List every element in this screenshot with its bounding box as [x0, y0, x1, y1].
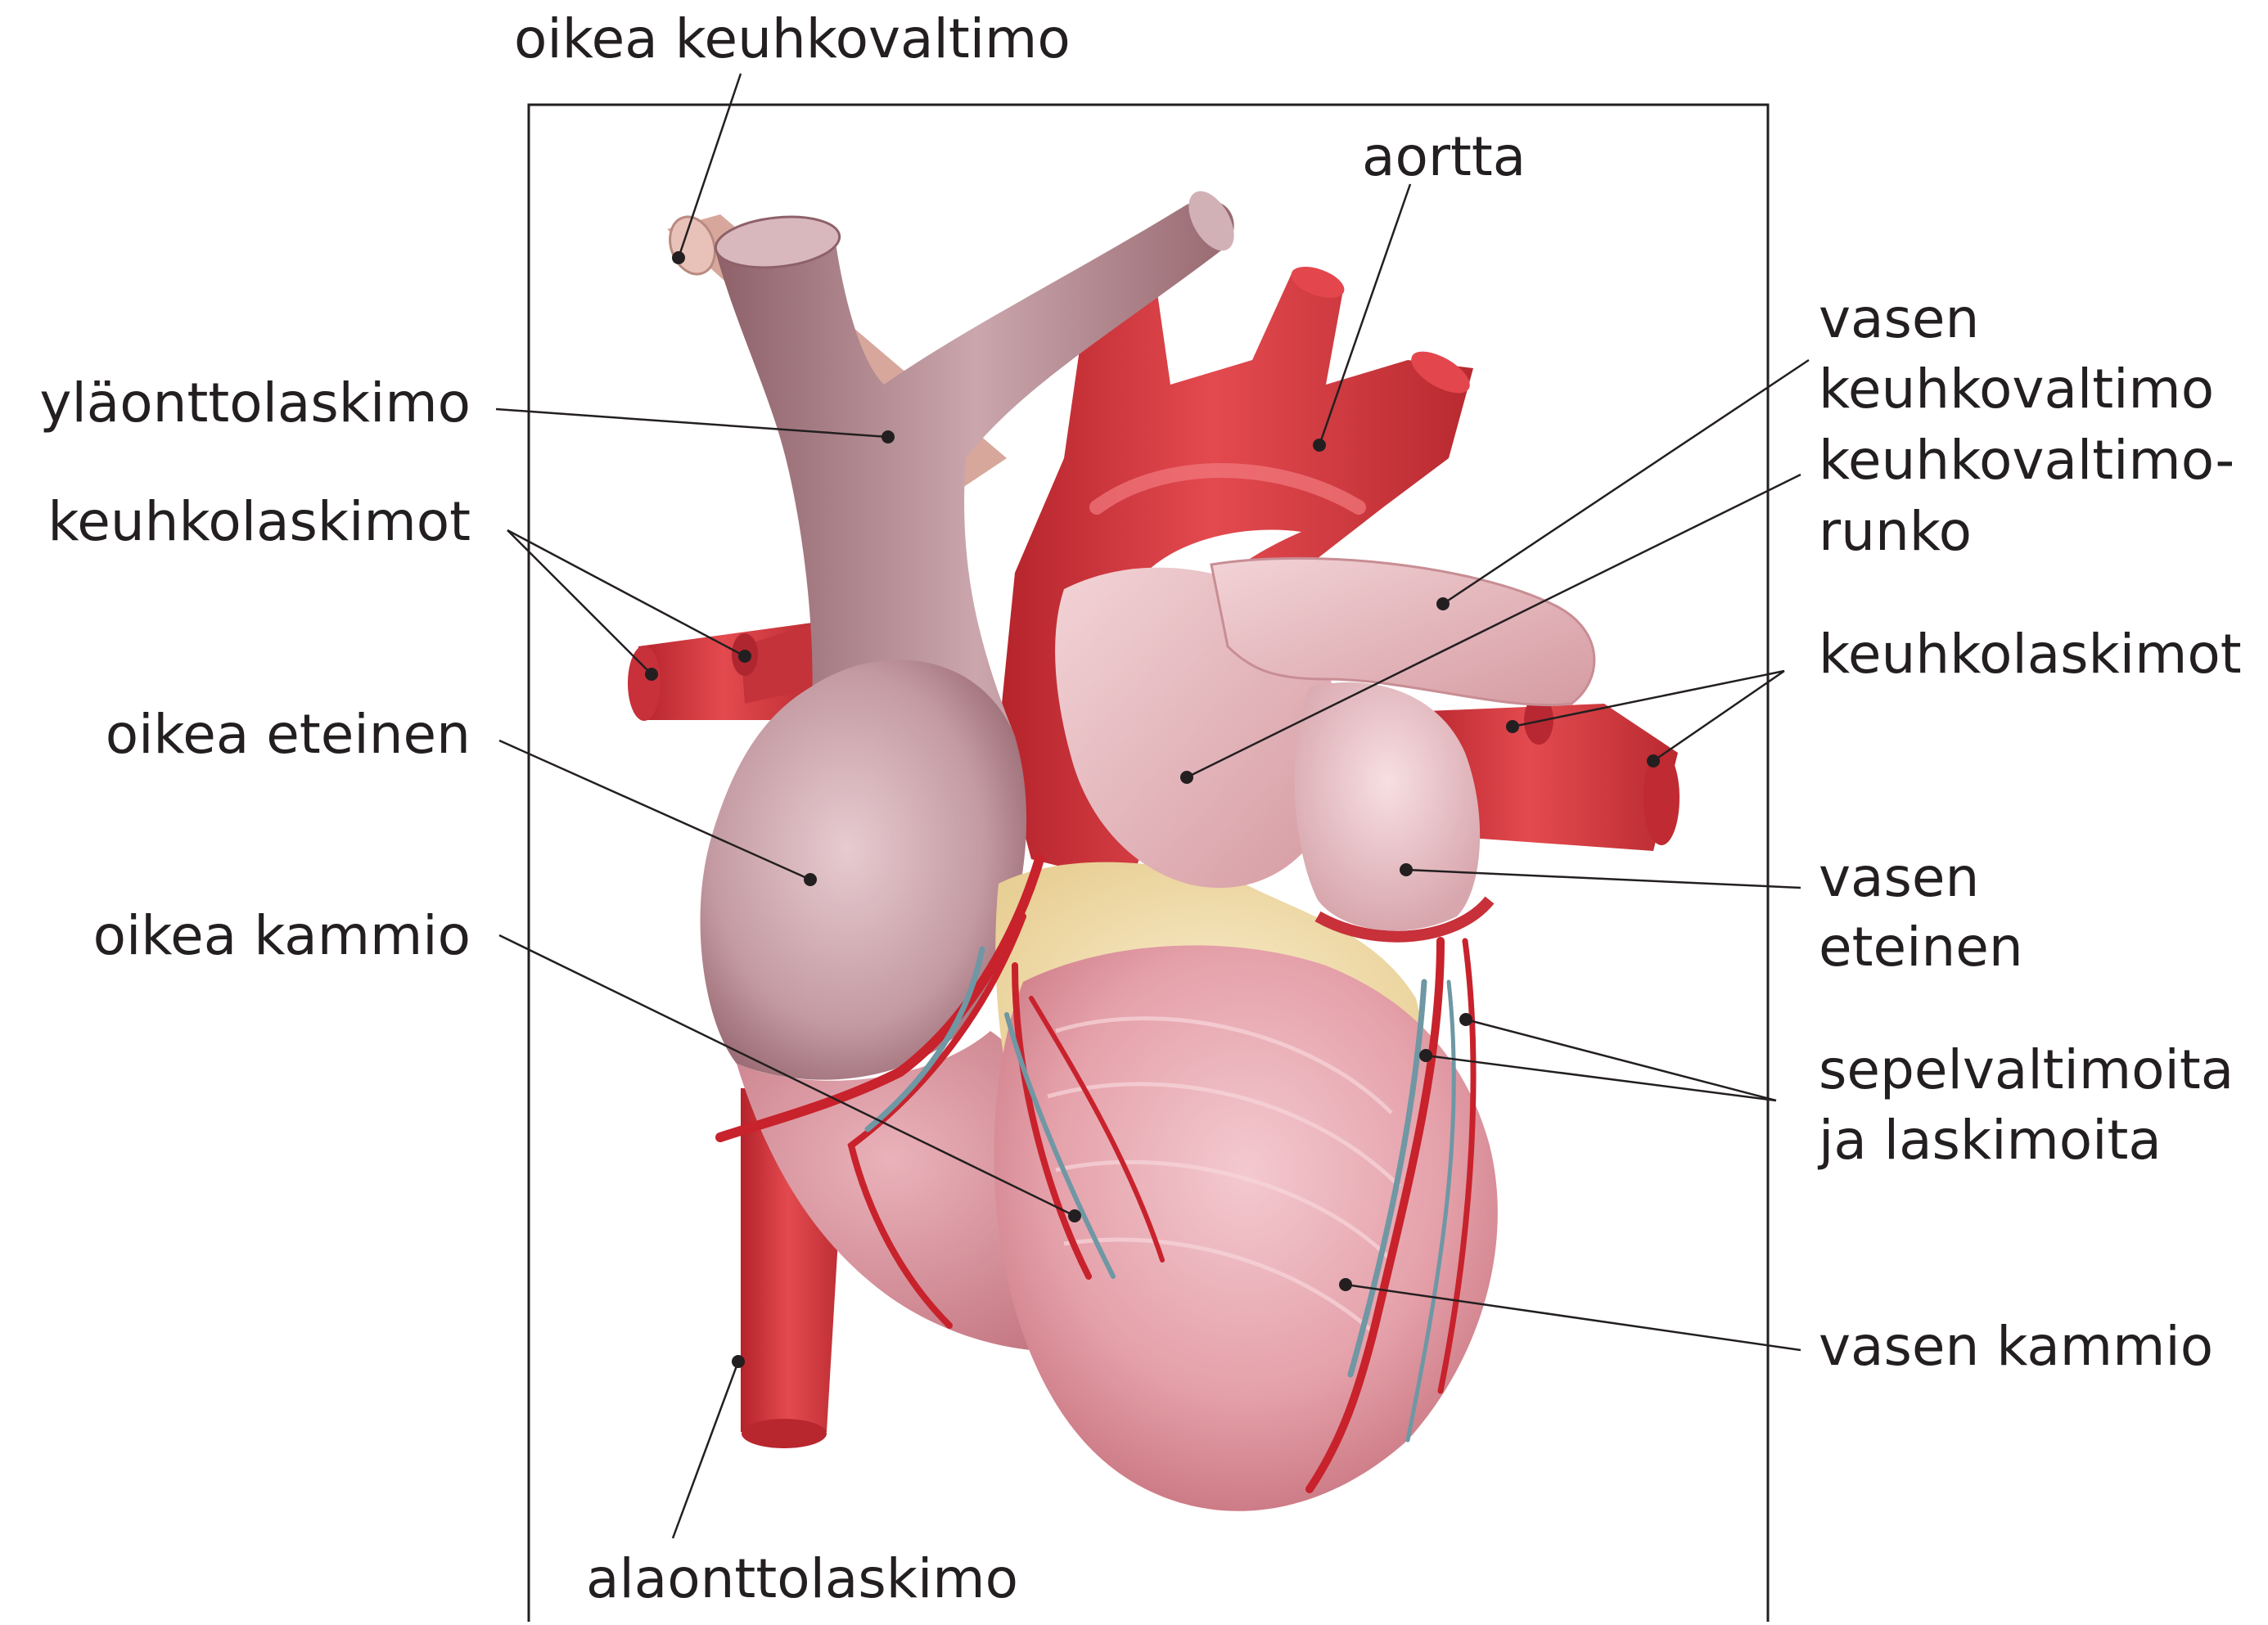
- label-right-pulmonary-artery: oikea keuhkovaltimo: [514, 3, 1071, 75]
- label-inferior-vena-cava: alaonttolaskimo: [586, 1543, 1018, 1615]
- label-aorta: aortta: [1362, 121, 1526, 193]
- label-right-atrium: oikea eteinen: [0, 699, 471, 771]
- label-left-atrium-line1: vasen: [1819, 842, 1979, 914]
- label-right-pulmonary-veins: keuhkolaskimot: [1819, 619, 2242, 691]
- inferior-vena-cava-opening: [742, 1419, 827, 1448]
- label-pulmonary-trunk-line2: runko: [1819, 496, 1972, 568]
- label-pulmonary-trunk-line1: keuhkovaltimo-: [1819, 425, 2234, 497]
- label-coronary-line1: sepelvaltimoita: [1819, 1034, 2234, 1106]
- label-left-ventricle: vasen kammio: [1819, 1311, 2213, 1383]
- left-pulmonary-vein-lower-end: [628, 646, 661, 721]
- label-left-pulmonary-artery-line2: keuhkovaltimo: [1819, 353, 2214, 425]
- label-right-ventricle: oikea kammio: [0, 900, 471, 972]
- right-atrium-shape: [701, 659, 1027, 1079]
- label-left-pulmonary-artery-line1: vasen: [1819, 283, 1979, 355]
- label-superior-vena-cava: yläonttolaskimo: [0, 367, 471, 439]
- label-left-pulmonary-veins: keuhkolaskimot: [0, 486, 471, 558]
- label-left-atrium-line2: eteinen: [1819, 912, 2023, 984]
- label-coronary-line2: ja laskimoita: [1819, 1105, 2162, 1177]
